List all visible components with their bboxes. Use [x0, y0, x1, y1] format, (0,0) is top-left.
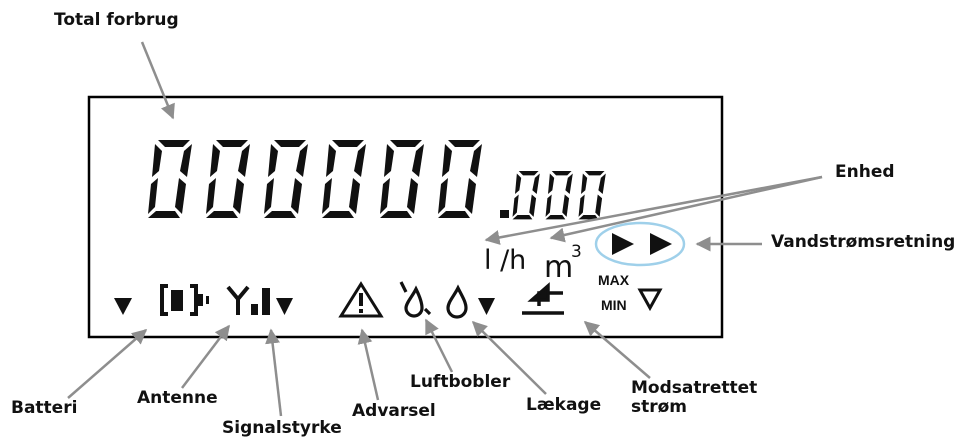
arrow-laekage	[471, 320, 547, 395]
arrow-antenne	[181, 324, 230, 389]
arrow-modsatrettet-strom	[583, 321, 651, 379]
unit-lh: l /h	[484, 245, 526, 276]
label-batteri: Batteri	[11, 398, 78, 418]
label-enhed: Enhed	[835, 162, 895, 182]
air-bubbles-icon	[399, 281, 432, 318]
max-label: MAX	[598, 272, 630, 288]
arrow-luftbobler	[424, 318, 454, 373]
label-luftbobler: Luftbobler	[410, 372, 511, 392]
warning-icon	[338, 281, 384, 318]
unit-m: m	[544, 250, 573, 285]
signal-indicator-triangle	[276, 298, 293, 315]
label-advarsel: Advarsel	[352, 401, 436, 421]
arrow-signalstyrke	[265, 328, 283, 417]
battery-icon	[160, 284, 209, 316]
label-antenne: Antenne	[137, 388, 218, 408]
arrow-enhed-m3	[549, 175, 823, 243]
label-signalstyrke: Signalstyrke	[222, 418, 342, 438]
antenna-icon	[226, 285, 250, 315]
arrow-advarsel	[357, 328, 380, 401]
total-reading-digits	[148, 140, 606, 220]
arrow-total-forbrug	[140, 41, 175, 120]
signal-strength-icon	[251, 288, 270, 315]
arrow-enhed-lh	[484, 175, 823, 245]
battery-indicator-triangle	[114, 298, 132, 315]
leak-icon	[446, 284, 495, 319]
arrow-batteri	[67, 329, 148, 399]
label-laekage: Lækage	[526, 395, 602, 415]
min-label: MIN	[601, 297, 627, 313]
label-vandstromsretning: Vandstrømsretning	[771, 232, 956, 252]
lcd-frame	[87, 95, 724, 339]
unit-m3-superscript: 3	[571, 242, 582, 262]
max-min-indicator-triangle	[637, 288, 663, 312]
flow-direction-highlight	[594, 221, 686, 267]
label-modsatrettet-line2: strøm	[631, 397, 688, 417]
callout-arrows	[67, 41, 823, 417]
label-modsatrettet-line1: Modsatrettet	[631, 378, 758, 398]
reverse-flow-icon	[522, 282, 564, 315]
label-total-forbrug: Total forbrug	[54, 10, 179, 30]
flow-direction-icon	[612, 233, 672, 255]
